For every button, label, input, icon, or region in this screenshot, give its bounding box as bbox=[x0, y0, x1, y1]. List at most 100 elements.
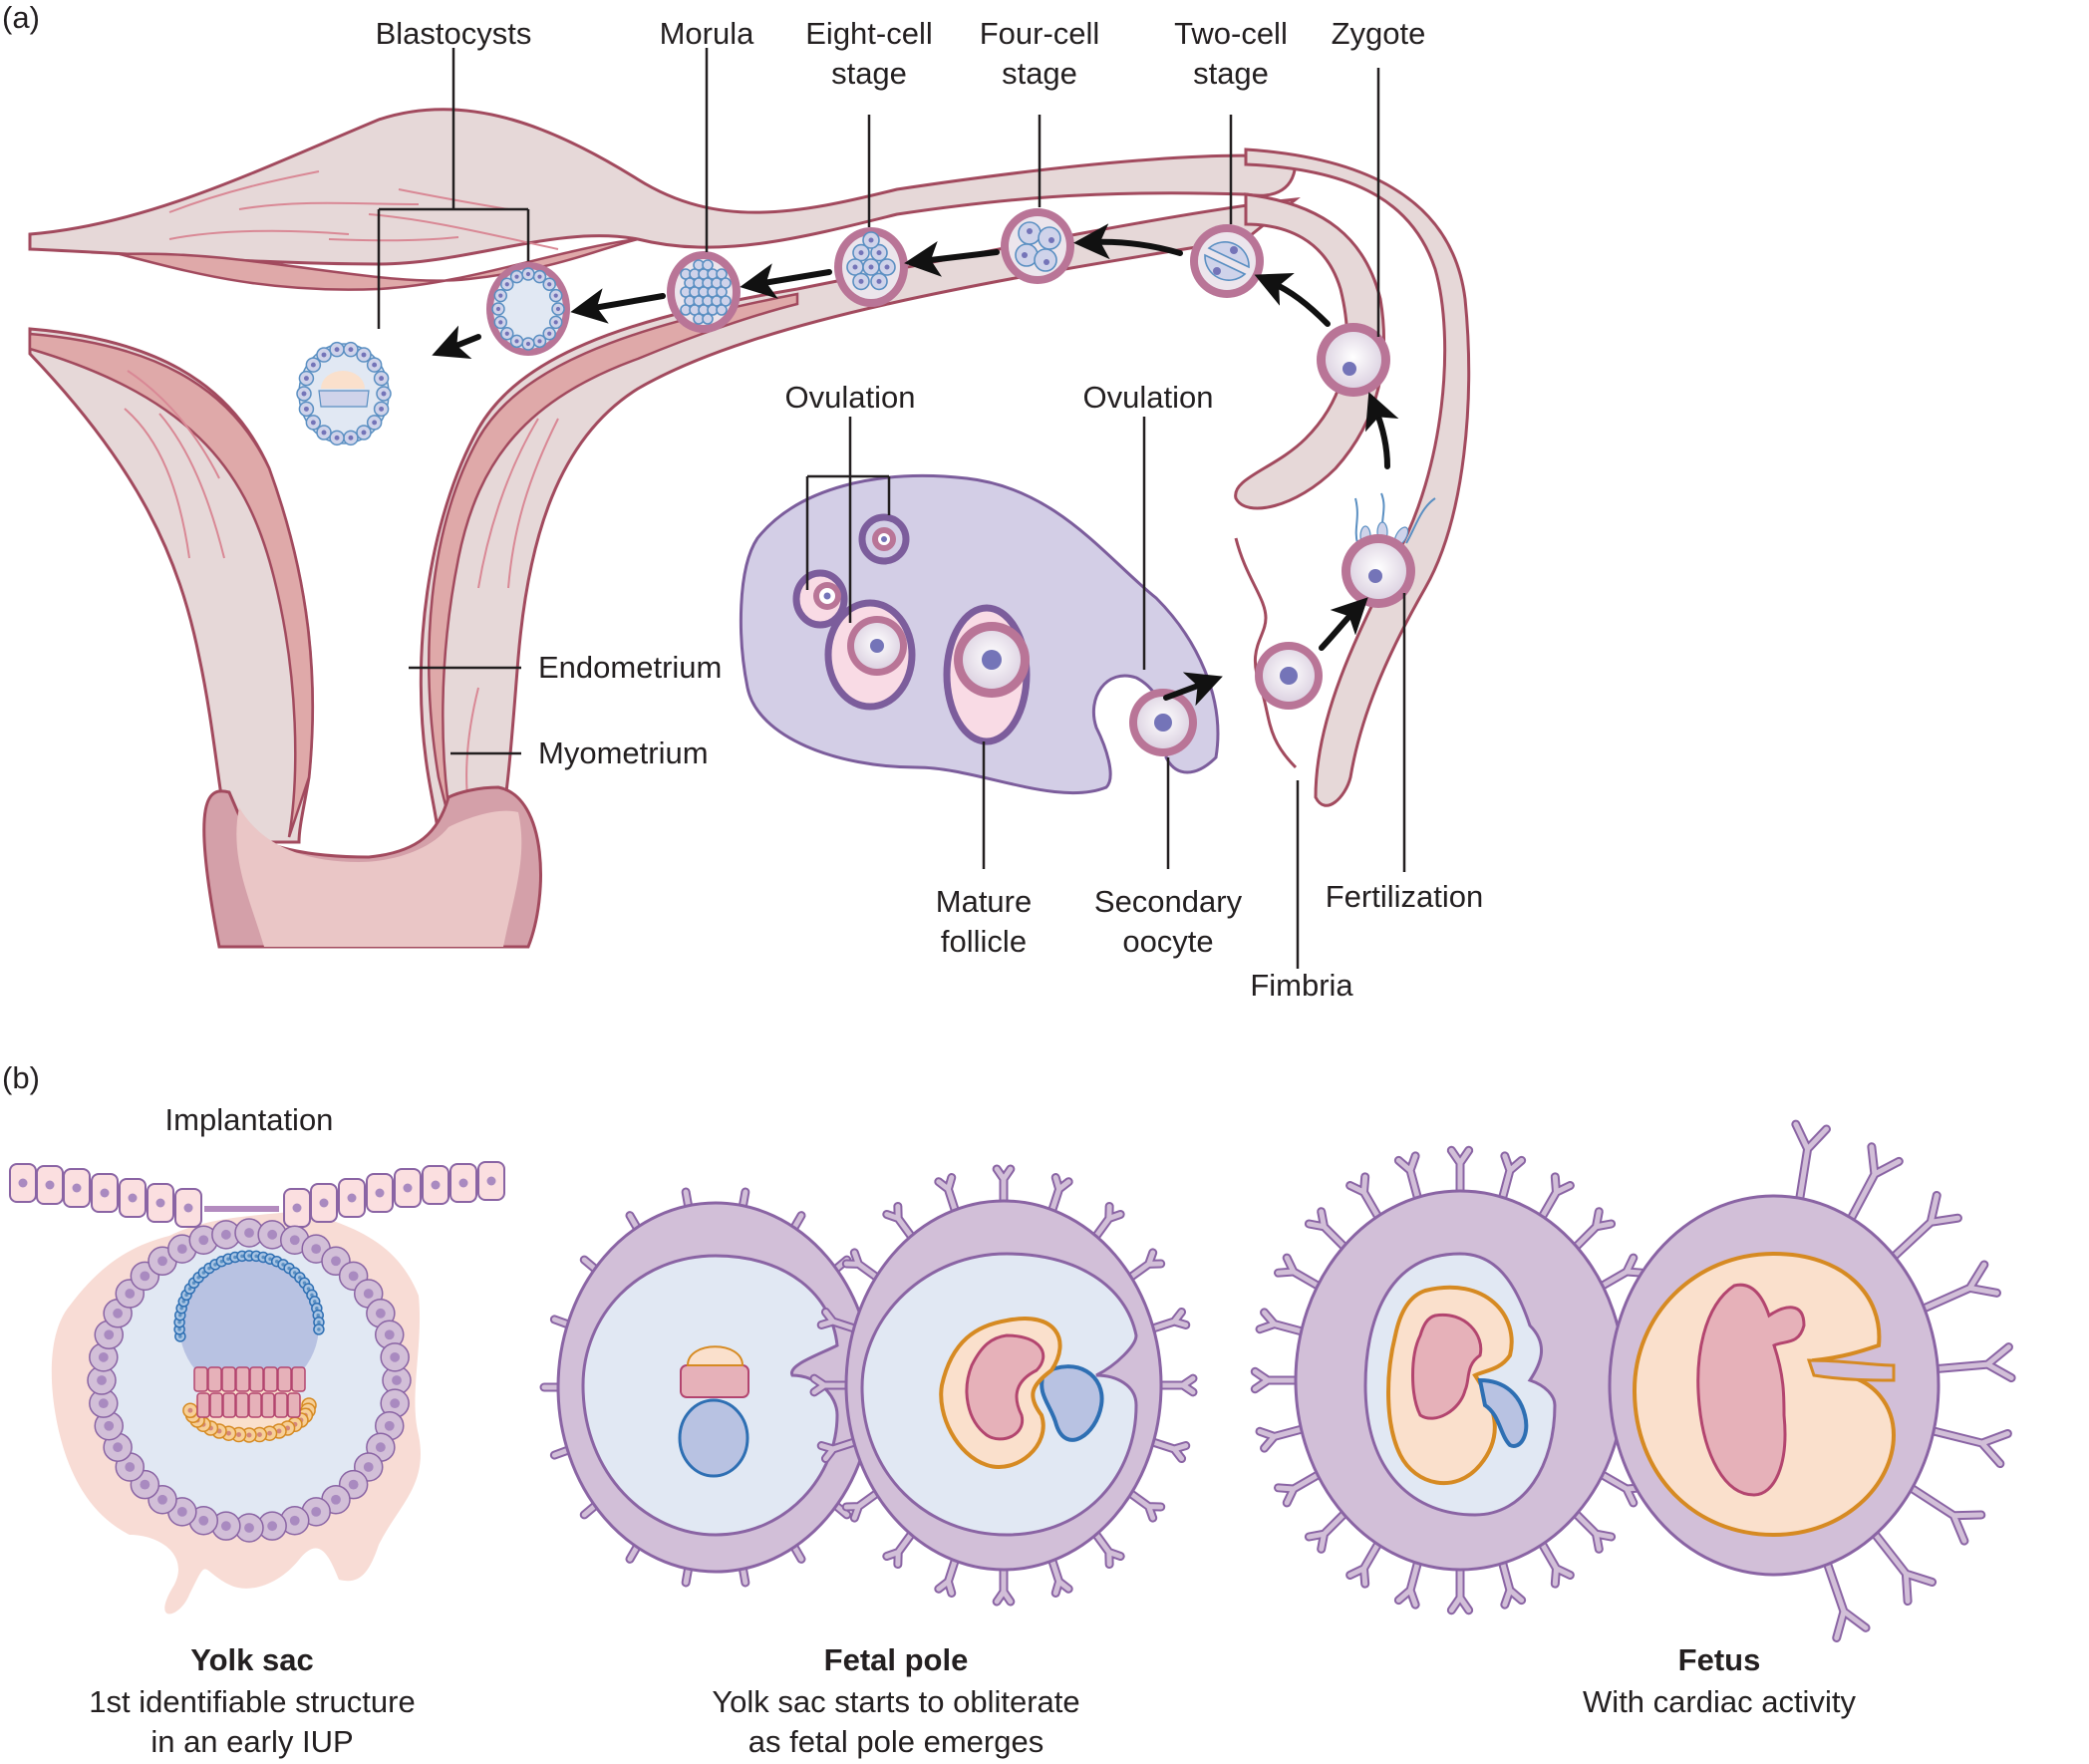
cell-nucleus bbox=[18, 1178, 28, 1188]
epiblast-cell bbox=[277, 1366, 292, 1392]
fetus-late bbox=[1608, 1119, 2016, 1642]
fallopian-tube bbox=[1234, 147, 1471, 807]
cell-nucleus bbox=[486, 1176, 496, 1186]
hypoblast-cell bbox=[235, 1392, 249, 1418]
chorionic-villus-core bbox=[1500, 1561, 1525, 1608]
cell-nucleus bbox=[363, 1289, 374, 1299]
caption-title-yolk-sac: Yolk sac bbox=[190, 1642, 314, 1677]
cell-nucleus bbox=[157, 1256, 167, 1267]
cell-nucleus bbox=[375, 1442, 386, 1453]
cell-nucleus bbox=[267, 1521, 278, 1532]
cell-nucleus bbox=[198, 1515, 209, 1526]
cell-nucleus bbox=[375, 1188, 385, 1198]
chorionic-villus-core bbox=[1600, 1255, 1644, 1289]
cell-nucleus bbox=[547, 282, 552, 287]
cell-nucleus bbox=[390, 1398, 401, 1409]
chorionic-villus-core bbox=[936, 1175, 958, 1213]
chorionic-villus-core bbox=[627, 1544, 640, 1562]
epiblast-cell bbox=[193, 1366, 208, 1392]
cell-nucleus bbox=[261, 1255, 265, 1260]
cell-nucleus bbox=[555, 306, 561, 312]
label-implantation: Implantation bbox=[165, 1102, 334, 1137]
cell-nucleus bbox=[310, 420, 316, 426]
cell-nucleus bbox=[176, 1244, 187, 1255]
cell-nucleus bbox=[177, 1321, 181, 1324]
chorionic-villus-core bbox=[994, 1567, 1014, 1605]
cell-nucleus bbox=[240, 1254, 244, 1259]
label-zygote: Zygote bbox=[1332, 16, 1426, 51]
cell-nucleus bbox=[220, 1521, 231, 1532]
panel-a-labels: Blastocysts Morula Eight-cell stage Four… bbox=[376, 16, 1484, 1003]
cell-nucleus bbox=[289, 1515, 300, 1526]
cell-nucleus bbox=[233, 1255, 237, 1260]
cell-nucleus bbox=[525, 271, 531, 277]
cervix bbox=[202, 785, 542, 949]
cell-nucleus bbox=[553, 320, 558, 325]
caption-fetus-line1: With cardiac activity bbox=[1583, 1684, 1856, 1719]
chorionic-villus-core bbox=[1448, 1567, 1472, 1614]
chorionic-villus-core bbox=[791, 1544, 804, 1562]
cell-nucleus bbox=[178, 1334, 182, 1338]
panel-a-label: (a) bbox=[2, 0, 40, 35]
cell-nucleus bbox=[184, 1293, 188, 1298]
cell-nucleus bbox=[45, 1180, 55, 1190]
cell-nucleus bbox=[498, 320, 503, 325]
caption-fetal-pole-line2: as fetal pole emerges bbox=[748, 1724, 1044, 1759]
cell-nucleus bbox=[525, 341, 531, 347]
cell-nucleus bbox=[104, 1420, 115, 1431]
cell-nucleus bbox=[98, 1398, 109, 1409]
cell-nucleus bbox=[392, 1375, 402, 1385]
cell-nucleus bbox=[331, 1256, 341, 1267]
caption-title-fetus: Fetus bbox=[1678, 1642, 1761, 1677]
fertilization-egg bbox=[1342, 492, 1436, 608]
cell-nucleus bbox=[187, 1287, 192, 1291]
cell-nucleus bbox=[177, 1327, 181, 1331]
epiblast-cell bbox=[249, 1366, 264, 1392]
chorionic-villus-core bbox=[1793, 1121, 1830, 1201]
chorionic-villus-core bbox=[1276, 1472, 1321, 1506]
cell-nucleus bbox=[361, 430, 367, 436]
cell-nucleus bbox=[868, 264, 874, 270]
cell-nucleus bbox=[384, 1420, 395, 1431]
cell-nucleus bbox=[302, 1281, 307, 1286]
chorionic-villus-core bbox=[1049, 1558, 1071, 1596]
chorionic-villus-core bbox=[884, 1203, 914, 1239]
chorionic-villus-core bbox=[843, 1491, 879, 1521]
cell-nucleus bbox=[553, 293, 558, 298]
cell-nucleus bbox=[187, 1407, 193, 1413]
cell-nucleus bbox=[311, 1506, 322, 1517]
label-two-cell: Two-cell bbox=[1174, 16, 1288, 51]
cell-nucleus bbox=[361, 352, 367, 358]
cell-nucleus bbox=[379, 406, 385, 412]
chorionic-villus-core bbox=[1347, 1174, 1380, 1219]
fetal-pole-late bbox=[809, 1164, 1198, 1607]
caption-yolk-sac-line2: in an early IUP bbox=[150, 1724, 353, 1759]
label-fimbria: Fimbria bbox=[1250, 968, 1353, 1003]
cell-nucleus bbox=[183, 1203, 193, 1213]
cell-nucleus bbox=[267, 1430, 272, 1436]
cell-nucleus bbox=[306, 1287, 311, 1291]
cell-nucleus bbox=[97, 1375, 107, 1385]
arrow-to-hatched-blastocyst bbox=[432, 325, 481, 360]
cell-nucleus bbox=[537, 274, 542, 279]
caption-fetal-pole-line1: Yolk sac starts to obliterate bbox=[712, 1684, 1079, 1719]
cell-nucleus bbox=[310, 362, 316, 368]
cell-nucleus bbox=[348, 1479, 359, 1490]
cell-nucleus bbox=[140, 1479, 150, 1490]
label-ovulation-left: Ovulation bbox=[785, 380, 916, 415]
epiblast-cell bbox=[221, 1366, 236, 1392]
cell-nucleus bbox=[303, 406, 309, 412]
cell-nucleus bbox=[301, 391, 307, 397]
chorionic-villus-core bbox=[1500, 1153, 1525, 1200]
cell-nucleus bbox=[403, 1183, 413, 1193]
fetal-pole-early bbox=[539, 1187, 892, 1588]
arrow-to-eight-cell bbox=[904, 240, 1000, 277]
cell-nucleus bbox=[298, 1276, 302, 1280]
chorionic-villus-core bbox=[1347, 1542, 1380, 1587]
cell-nucleus bbox=[176, 1506, 187, 1517]
arrow-to-fertilization bbox=[1319, 597, 1368, 651]
chorionic-villus-core bbox=[1540, 1542, 1573, 1587]
cell-nucleus bbox=[98, 1351, 109, 1362]
chorionic-villus-core bbox=[1395, 1561, 1420, 1608]
